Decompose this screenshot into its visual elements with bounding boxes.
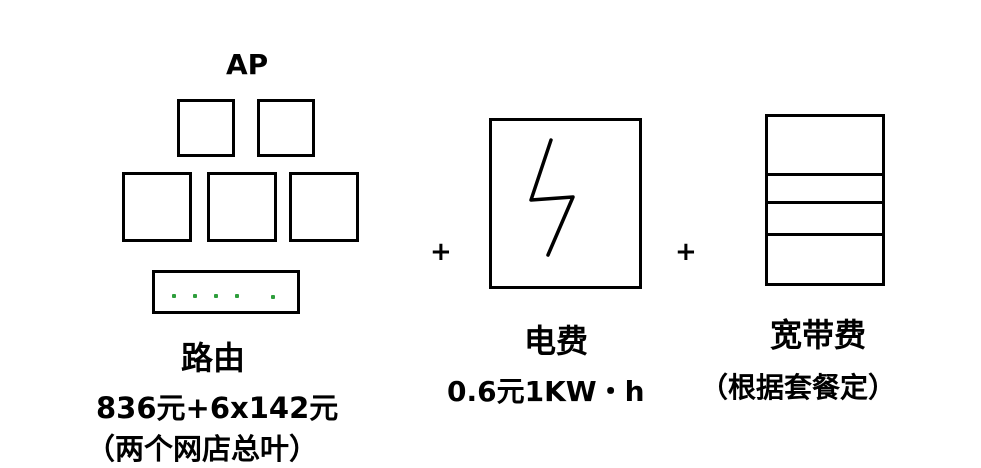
router-led [235, 294, 239, 298]
router-device [152, 270, 300, 314]
router-label: 路由 [181, 339, 246, 377]
ap-box [257, 99, 315, 157]
ap-label: AP [226, 48, 269, 81]
electricity-price: 0.6元1KW・h [447, 375, 645, 408]
electricity-label: 电费 [524, 322, 589, 360]
router-led [271, 295, 275, 299]
divider-line [768, 173, 882, 176]
broadband-price: （根据套餐定） [700, 371, 897, 404]
router-led [172, 294, 176, 298]
divider-line [768, 201, 882, 204]
plus-sign: + [430, 237, 452, 267]
ap-box [207, 172, 277, 242]
lightning-icon [529, 138, 575, 257]
ap-box [177, 99, 235, 157]
router-led [214, 294, 218, 298]
ap-box [289, 172, 359, 242]
broadband-label: 宽带费 [770, 316, 867, 354]
router-price: 836元+6x142元 [96, 391, 339, 425]
ap-box [122, 172, 192, 242]
electricity-box [489, 118, 642, 289]
router-led [193, 294, 197, 298]
broadband-box [765, 114, 885, 286]
divider-line [768, 233, 882, 236]
plus-sign: + [675, 237, 697, 267]
